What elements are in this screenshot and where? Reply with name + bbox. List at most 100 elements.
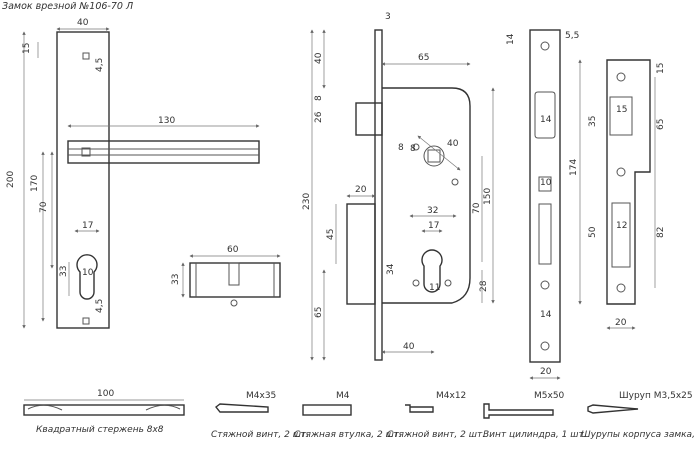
spindle-hole: [427, 149, 441, 163]
strike-height-label: 174: [569, 159, 579, 176]
bolt-opening: [538, 203, 552, 265]
spindle-square: [81, 147, 91, 157]
lock-cylinder-hole: [421, 249, 443, 293]
cyl-radius-label: 11: [429, 283, 440, 293]
bottom-hole-diameter-label: 4,5: [95, 299, 105, 313]
lever-handle: [67, 140, 260, 164]
cylinder-cam: [228, 262, 240, 286]
lock-case: [382, 87, 471, 304]
strike-top-offset-label: 15: [656, 63, 666, 74]
faceplate-bottom-screw: [540, 341, 550, 351]
cylinder-view: 60 33: [171, 245, 281, 307]
lever-length-label: 130: [158, 116, 175, 126]
cylinder-cutout: [76, 254, 98, 300]
top-screw-hole: [82, 52, 90, 60]
faceplate-view: 14 5,5 14 10 14 20: [506, 29, 579, 380]
latch: [355, 102, 383, 136]
part-4-spec: M4x12: [436, 391, 466, 401]
cylinder-height-label: 33: [59, 266, 69, 277]
strike-upper-span-label: 65: [656, 119, 666, 130]
plate-thickness-label: 3: [385, 12, 391, 22]
screw-m4x35: [215, 403, 269, 413]
bottom-offset-label: 28: [479, 280, 489, 292]
cylinder-length-label: 60: [227, 245, 239, 255]
handle-height-label: 200: [6, 171, 16, 188]
latch-gap-label: 8: [314, 95, 324, 101]
case-height-label: 230: [302, 193, 312, 210]
case-depth-label: 65: [418, 53, 429, 63]
part-3-caption: Стяжная втулка, 2 шт.: [294, 430, 402, 440]
part-3-spec: M4: [336, 391, 350, 401]
cylinder-fix-hole-b: [444, 279, 452, 287]
strike-plate-view: 15 35 65 174 15 50 82 12 20: [569, 59, 666, 330]
faceplate: [529, 29, 561, 363]
faceplate-mid-screw: [540, 280, 550, 290]
strike-bolt-height-label: 50: [588, 226, 598, 238]
screw-m5x50: [483, 403, 554, 419]
diag-40-label: 40: [447, 139, 459, 149]
part-5-caption: Винт цилиндра, 1 шт.: [483, 430, 587, 440]
strike-latch-offset-label: 35: [588, 116, 598, 127]
part-6-spec: Шуруп М3,5x25: [619, 391, 693, 401]
backset-label: 40: [403, 342, 415, 352]
strike-bolt-width-label: 12: [616, 221, 627, 231]
faceplate-small-opening: [538, 176, 552, 192]
faceplate-width-label: 20: [540, 367, 552, 377]
bolt-height-label: 45: [326, 229, 336, 240]
strike-latch-width-label: 15: [616, 105, 627, 115]
faceplate-screw-label: 5,5: [565, 31, 579, 41]
strike-top-screw: [616, 72, 626, 82]
part-6-caption: Шурупы корпуса замка, 2 шт.: [581, 430, 695, 440]
hole-diameter-b-label: 8: [410, 144, 416, 154]
hole-diameter-a-label: 8: [398, 143, 404, 153]
cylinder-fix-hole-a: [412, 279, 420, 287]
lock-body-view: 3 65 40 8 26 8 8 40 230 150 20 70 45 32 …: [302, 12, 495, 361]
cylinder-center-label: 10: [82, 268, 94, 278]
bottom-screw-hole: [82, 317, 90, 325]
top-hole-offset-label: 15: [22, 43, 32, 54]
latch-opening: [534, 91, 556, 139]
accessories: 100 Квадратный стержень 8х8 M4x35 Стяжно…: [23, 389, 695, 440]
strike-plate: [606, 59, 651, 305]
part-1-caption: Квадратный стержень 8х8: [36, 425, 164, 435]
bolt-throw-label: 20: [355, 185, 367, 195]
case-body-height-label: 150: [483, 188, 493, 205]
top-hole-diameter-label: 4,5: [95, 58, 105, 72]
cyl-hole-width-label: 17: [428, 221, 439, 231]
part-2-caption: Стяжной винт, 2 шт.: [211, 430, 309, 440]
strike-mid-screw: [616, 167, 626, 177]
strike-bottom-screw: [616, 283, 626, 293]
lock-faceplate-edge: [374, 29, 383, 361]
strike-latch-hole: [609, 96, 633, 136]
cyl-hole-height-label: 34: [386, 263, 396, 275]
screw-m4x12: [405, 404, 434, 413]
strike-bolt-hole: [611, 202, 631, 268]
cylinder-width-label: 17: [82, 221, 93, 231]
centre-distance-label: 70: [472, 202, 482, 214]
cylinder-screw-hole: [230, 299, 238, 307]
latch-height-label: 26: [314, 111, 324, 123]
faceplate-top-label: 14: [506, 33, 516, 45]
top-offset-label: 40: [314, 52, 324, 64]
faceplate-top-screw: [540, 41, 550, 51]
escutcheon-plate: [56, 31, 110, 329]
bottom-height-label: 65: [314, 307, 324, 318]
strike-width-label: 20: [615, 318, 627, 328]
cyl-fix-spacing-label: 32: [427, 206, 438, 216]
part-5-spec: M5x50: [534, 391, 565, 401]
hole-spacing-label: 170: [30, 175, 40, 192]
cylinder-body: [189, 262, 281, 298]
bolt: [346, 203, 376, 305]
cylinder-height-dim: 33: [171, 274, 181, 285]
handle-width-label: 40: [77, 18, 89, 28]
sleeve-m4: [302, 404, 352, 416]
part-2-spec: M4x35: [246, 391, 276, 401]
wood-screw: [587, 404, 639, 414]
fixing-hole-b: [451, 178, 459, 186]
strike-lower-span-label: 82: [656, 227, 666, 238]
drawing-title: Замок врезной №106-70 Л: [2, 1, 133, 12]
bolt-opening-width-label: 14: [540, 310, 552, 320]
handle-to-cylinder-label: 70: [39, 201, 49, 213]
square-bar: [23, 404, 185, 416]
